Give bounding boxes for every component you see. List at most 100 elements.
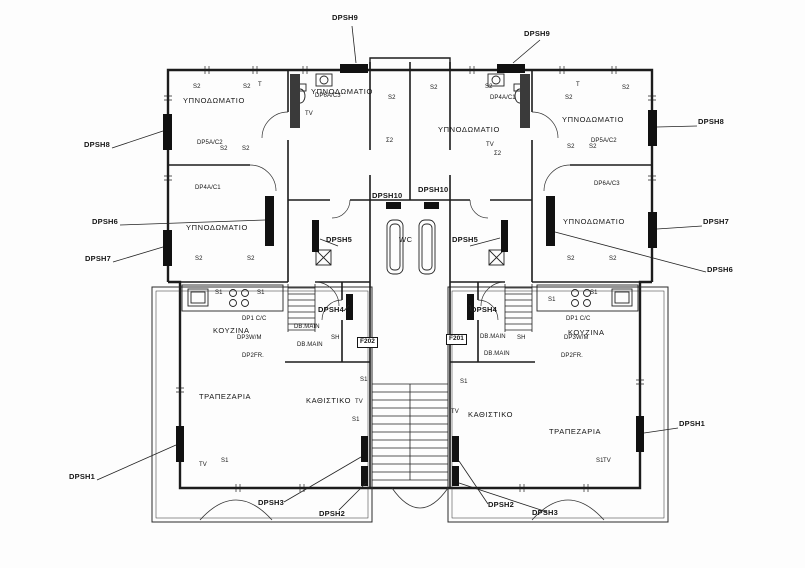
panel-db-main-right-1: DB.MAIN [480,334,506,340]
code-dp2fr-left: DP2FR. [242,353,264,359]
callout-dpsh2-bottom-right: DPSH2 [488,500,515,509]
code-dp2fr-right: DP2FR. [561,353,583,359]
room-label-wc: WC [399,235,413,244]
callout-dpsh6-right: DPSH6 [707,265,734,274]
mark-s2: S2 [220,146,228,152]
callout-dpsh8-right: DPSH8 [698,117,725,126]
room-label-bedroom-2: ΥΠΝΟΔΩΜΑΤΙΟ [311,87,373,96]
code-dp3w-right: DP3W/M [564,335,589,341]
code-dp4a-left: DP4A/C1 [195,185,221,191]
room-label-living-right: ΚΑΘΙΣΤΙΚΟ [468,410,514,419]
room-label-kitchen-right: ΚΟΥΖΙΝΑ [568,328,605,337]
room-label-bedroom-4: ΥΠΝΟΔΩΜΑΤΙΟ [562,115,624,124]
leader-lines [96,25,707,513]
callout-dpsh5-right: DPSH5 [452,235,479,244]
mark-s1: S1 [360,377,368,383]
mark-s2: S2 [242,146,250,152]
room-label-bedroom-3: ΥΠΝΟΔΩΜΑΤΙΟ [438,125,500,134]
kitchen-counter-left [181,284,284,312]
callout-dpsh4-right: DPSH4 [471,305,498,314]
callout-dpsh9-top-right: DPSH9 [524,29,551,38]
code-dp1-right: DP1 C/C [566,316,591,322]
panel-f202: F202 [357,337,378,348]
callout-dpsh4-left: DPSH4 [318,305,345,314]
mark-s2: S2 [195,256,203,262]
unit-dpsh9-right [497,64,525,73]
room-label-bedroom-1: ΥΠΝΟΔΩΜΑΤΙΟ [183,96,245,105]
mark-sigma2: Σ2 [494,151,502,157]
callout-dpsh8-left: DPSH8 [84,140,111,149]
unit-dpsh2-right [452,436,459,462]
callout-dpsh7-left: DPSH7 [85,254,112,263]
unit-dpsh2-left [361,466,368,486]
mark-tv: TV [199,462,207,468]
room-label-living-left: ΚΑΘΙΣΤΙΚΟ [306,396,352,405]
callout-dpsh3-bottom-left: DPSH3 [258,498,285,507]
mark-tv: TV [305,111,313,117]
mark-s2: S2 [388,95,396,101]
mark-s2: S2 [609,256,617,262]
mark-s1: S1 [596,458,604,464]
panel-db-main-left-1: DB.MAIN [294,324,320,330]
code-dp1-left: DP1 C/C [242,316,267,322]
unit-dpsh8-right [648,110,657,146]
room-label-kitchen-left: ΚΟΥΖΙΝΑ [213,326,250,335]
shaft-right [488,249,505,266]
unit-dpsh6-left [265,196,274,246]
mark-s1: S1 [548,297,556,303]
unit-dpsh10-left [386,202,401,209]
shaft-left [315,249,332,266]
unit-dpsh8-left [163,114,172,150]
fixtures [181,73,639,312]
mark-t: T [576,82,580,88]
callout-dpsh10-left: DPSH10 [372,191,403,200]
panel-sh-right: SH [517,335,526,341]
code-dp4a-right: DP4A/C1 [490,95,516,101]
callout-dpsh5-left: DPSH5 [326,235,353,244]
mark-s2: S2 [430,85,438,91]
mark-s2: S2 [247,256,255,262]
mark-s1: S1 [221,458,229,464]
unit-dpsh4-left [346,294,353,320]
code-dp3w-left: DP3W/M [237,335,262,341]
mark-tv: TV [355,399,363,405]
code-dp6a-left: DP6A/C3 [315,93,341,99]
radiator-units [163,64,657,486]
door-arcs [249,111,571,321]
interior-walls [168,62,652,488]
callout-dpsh7-right: DPSH7 [703,217,730,226]
mark-s2: S2 [589,144,597,150]
mark-t: T [258,82,262,88]
room-label-dining-right: ΤΡΑΠΕΖΑΡΙΑ [549,427,602,436]
unit-dpsh3-right [452,466,459,486]
mark-s2: S2 [485,84,493,90]
code-dp5a-left: DP5A/C2 [197,140,223,146]
mark-s2: S2 [567,144,575,150]
code-dp5a-right: DP5A/C2 [591,138,617,144]
terrace-arcs [199,487,605,521]
mark-s2: S2 [622,85,630,91]
wardrobe-left [290,74,300,128]
unit-dpsh3-left [361,436,368,462]
mark-tv: TV [486,142,494,148]
unit-dpsh10-right [424,202,439,209]
stairs [287,284,533,481]
sink-left [315,73,333,87]
mark-s2: S2 [567,256,575,262]
mark-s1: S1 [352,417,360,423]
mark-sigma2: Σ2 [386,138,394,144]
mark-tv: TV [451,409,459,415]
panel-f201: F201 [446,334,467,345]
unit-dpsh1-right [636,416,644,452]
callout-dpsh9-top-left: DPSH9 [332,13,359,22]
room-label-bedroom-5: ΥΠΝΟΔΩΜΑΤΙΟ [186,223,248,232]
room-label-bedroom-6: ΥΠΝΟΔΩΜΑΤΙΟ [563,217,625,226]
unit-dpsh7-left [163,230,172,266]
mark-s2: S2 [243,84,251,90]
bathtub-right [418,219,436,275]
terrace-outlines [151,286,669,523]
callout-dpsh1-left: DPSH1 [69,472,96,481]
mark-s1: S1 [460,379,468,385]
